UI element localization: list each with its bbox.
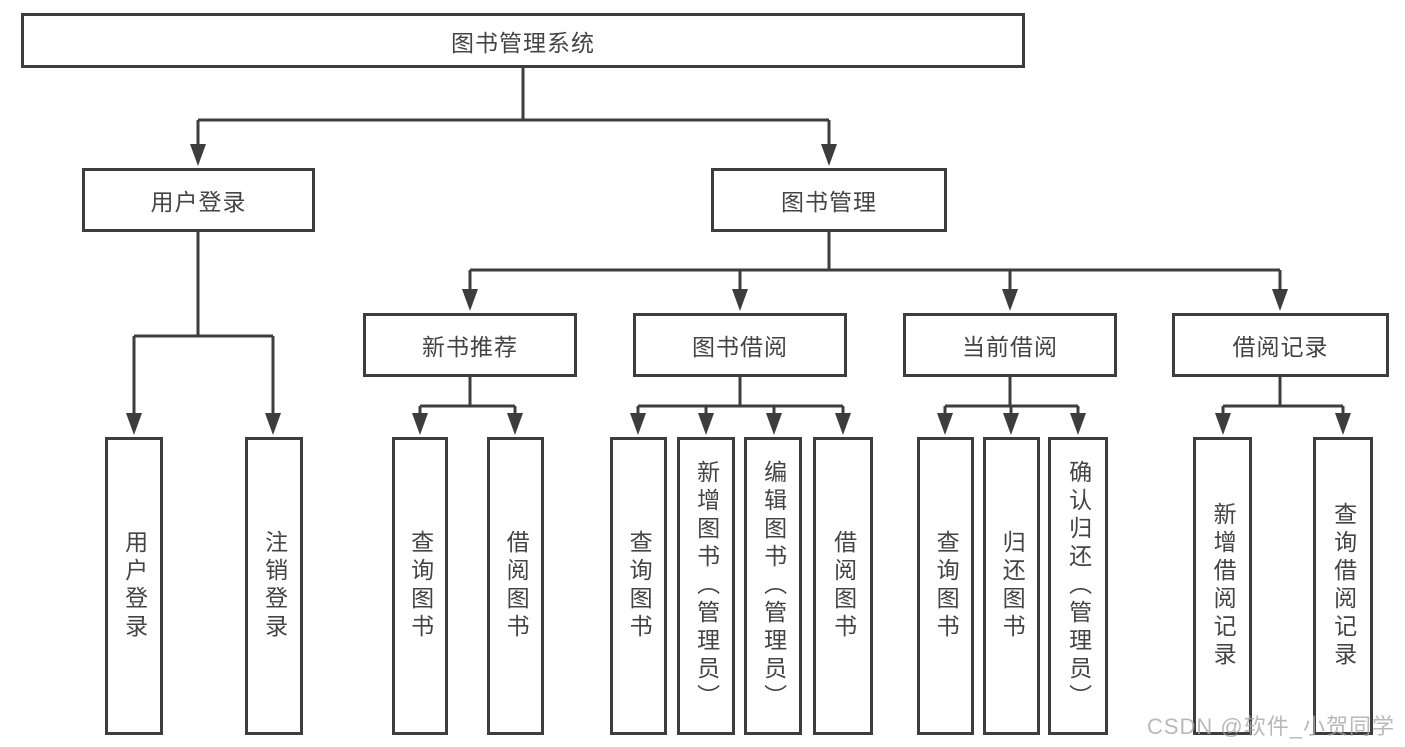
leaf-add-borrow-record: 新增借阅记录 [1193,437,1252,735]
leaf-query-books-recommend: 查询图书 [392,437,448,735]
node-root-system: 图书管理系统 [21,13,1025,68]
leaf-confirm-return-admin: 确认归还（管理员） [1048,437,1108,735]
leaf-label: 借阅图书 [503,530,530,642]
leaf-label: 借阅图书 [830,530,857,642]
leaf-label: 新增图书（管理员） [693,460,720,712]
leaf-label: 新增借阅记录 [1210,502,1237,670]
leaf-borrow-books-recommend: 借阅图书 [487,437,544,735]
leaf-label: 归还图书 [999,530,1026,642]
leaf-label: 注销登录 [261,530,288,642]
leaf-label: 确认归还（管理员） [1065,460,1092,712]
leaf-add-books-admin: 新增图书（管理员） [677,437,735,735]
leaf-query-books-borrow: 查询图书 [610,437,667,735]
leaf-label: 查询借阅记录 [1330,502,1357,670]
leaf-logout: 注销登录 [245,437,303,735]
leaf-return-books: 归还图书 [983,437,1040,735]
node-current-borrow: 当前借阅 [903,313,1117,377]
csdn-watermark: CSDN @软件_小贺同学 [1146,714,1395,739]
leaf-label: 用户登录 [121,530,148,642]
leaf-query-books-current: 查询图书 [917,437,974,735]
leaf-user-login: 用户登录 [105,437,163,735]
leaf-edit-books-admin: 编辑图书（管理员） [744,437,802,735]
leaf-label: 查询图书 [626,530,653,642]
leaf-label: 查询图书 [407,530,434,642]
node-new-book-recommend: 新书推荐 [363,313,577,377]
node-book-management: 图书管理 [711,168,947,232]
arrowhead-icons [126,144,1351,435]
node-borrow-records: 借阅记录 [1172,313,1389,377]
leaf-query-borrow-record: 查询借阅记录 [1313,437,1373,735]
leaf-label: 查询图书 [933,530,960,642]
leaf-label: 编辑图书（管理员） [760,460,787,712]
node-book-borrow: 图书借阅 [633,313,847,377]
leaf-borrow-books: 借阅图书 [813,437,873,735]
node-user-login: 用户登录 [82,168,315,232]
